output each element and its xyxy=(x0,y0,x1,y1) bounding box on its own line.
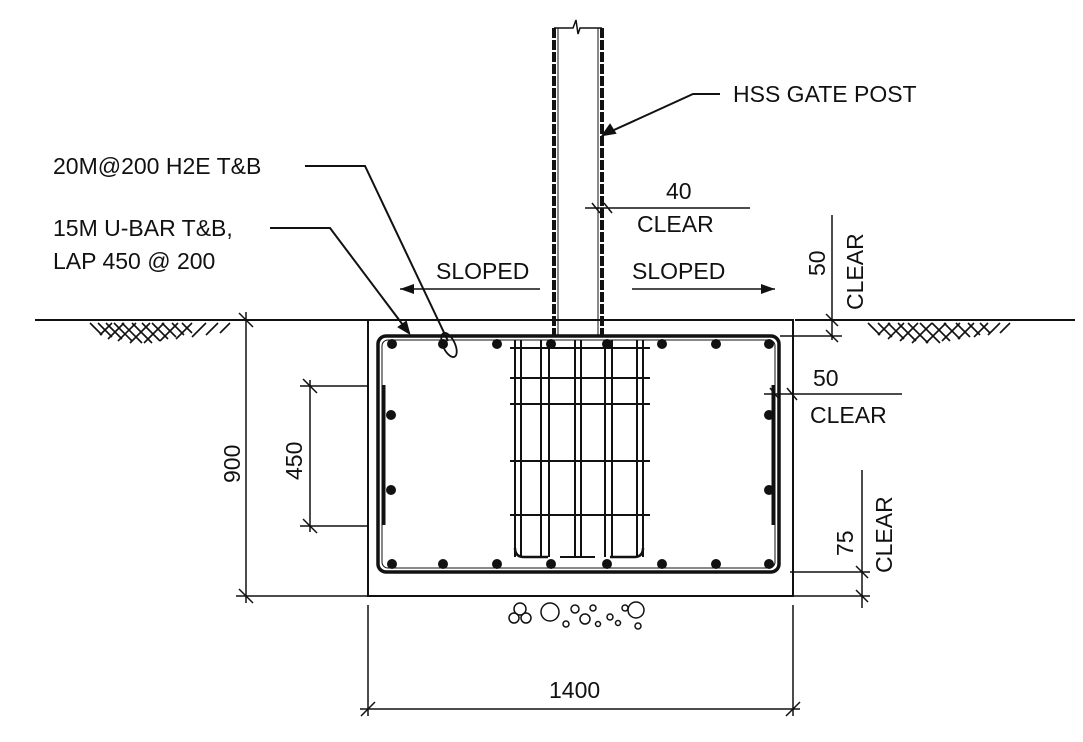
dim-width-value: 1400 xyxy=(549,677,600,703)
dim-depth xyxy=(236,312,368,604)
leaders xyxy=(270,93,720,358)
dim-bottom-clear-label: CLEAR xyxy=(871,496,897,573)
inner-rebar-cage xyxy=(510,340,650,559)
label-u-bar-line1: 15M U-BAR T&B, xyxy=(53,215,233,241)
dim-post-clear xyxy=(585,202,750,214)
dim-lap xyxy=(300,378,368,534)
dim-post-clear-value: 40 xyxy=(666,178,692,204)
ground-hatch-left xyxy=(89,322,231,344)
label-top-bars: 20M@200 H2E T&B xyxy=(53,153,261,179)
dim-bottom-clear-value: 75 xyxy=(832,530,858,556)
dim-side-clear xyxy=(764,387,902,401)
label-u-bar-line2: LAP 450 @ 200 xyxy=(53,248,215,274)
label-sloped-left: SLOPED xyxy=(436,258,529,284)
label-sloped-right: SLOPED xyxy=(632,258,725,284)
dim-top-clear xyxy=(780,215,842,343)
sloped-arrows xyxy=(400,284,775,294)
dim-depth-value: 900 xyxy=(219,445,245,483)
dim-width xyxy=(360,605,801,717)
ground-hatch-right xyxy=(867,322,1011,344)
dim-top-clear-value: 50 xyxy=(804,250,830,276)
hss-gate-post xyxy=(552,19,604,336)
dim-top-clear-label: CLEAR xyxy=(842,233,868,310)
dim-post-clear-label: CLEAR xyxy=(637,211,714,237)
dim-lap-value: 450 xyxy=(281,442,307,480)
outer-rebar-cage xyxy=(376,334,781,574)
dim-bottom-clear xyxy=(790,470,870,608)
dim-side-clear-label: CLEAR xyxy=(810,402,887,428)
label-hss-gate-post: HSS GATE POST xyxy=(733,81,917,107)
dim-side-clear-value: 50 xyxy=(813,365,839,391)
gravel-symbol xyxy=(508,601,645,630)
footing-outline xyxy=(367,319,794,597)
